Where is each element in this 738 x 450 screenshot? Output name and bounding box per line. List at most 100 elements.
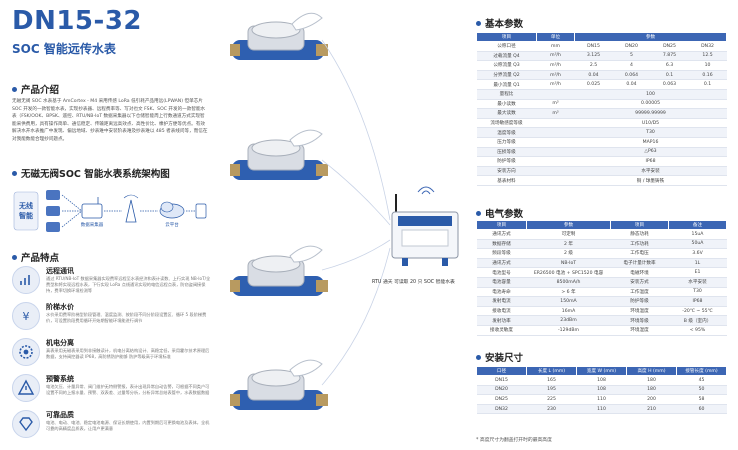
features-heading-text: 产品特点 xyxy=(21,253,60,264)
table-cell: 环境等级 xyxy=(610,315,669,326)
electrical-params-heading: 电气参数 xyxy=(476,206,523,220)
table-cell xyxy=(536,89,575,100)
table-cell: 防护等级 xyxy=(610,296,669,307)
table-cell: 180 xyxy=(626,375,677,386)
bullet-icon xyxy=(12,86,17,92)
table-cell: 210 xyxy=(626,404,677,415)
table-cell: DN32 xyxy=(476,404,527,415)
table-cell: 0.1 xyxy=(650,70,689,81)
table-cell: 公称流量 Q3 xyxy=(476,60,537,71)
connection-lines xyxy=(321,39,391,386)
table-row: 温度等级 T30 xyxy=(476,127,727,138)
table-cell: DN25 xyxy=(650,41,689,52)
diagram-left-label-2: 智能 xyxy=(19,211,33,220)
table-cell xyxy=(536,175,575,186)
table-cell: 分界流量 Q2 xyxy=(476,70,537,81)
table-cell: 发射功率 xyxy=(476,315,527,326)
table-cell: DN32 xyxy=(688,41,727,52)
table-cell: 180 xyxy=(626,385,677,396)
table-cell: < 95% xyxy=(668,325,727,336)
install-note: * 高度尺寸为翻盖打开时的最高高度 xyxy=(476,438,552,443)
diagram-center-label: 数据采集器 xyxy=(81,221,104,228)
cloud-icon xyxy=(159,201,185,219)
water-meter-image xyxy=(230,358,330,424)
table-cell: -129dBm xyxy=(526,325,611,336)
intro-heading: 产品介绍 xyxy=(12,82,59,96)
table-header-cell: 单位 xyxy=(536,32,575,42)
table-cell: 50uA xyxy=(668,239,727,250)
table-cell: 0.16 xyxy=(688,70,727,81)
architecture-svg: 无线 智能 数据采集器 云平台 xyxy=(13,190,207,232)
table-row: 基表材料铜 / 球墨铸铁 xyxy=(476,175,727,186)
diagram-heading-text: 无磁无阀SOC 智能水表系统架构图 xyxy=(21,169,170,180)
table-cell: 压损等级 xyxy=(476,147,537,158)
table-cell: m³ xyxy=(536,99,575,110)
page-title: DN15-32 xyxy=(12,6,142,36)
table-cell: 8500mA/h xyxy=(526,277,611,288)
table-cell: 0.063 xyxy=(650,79,689,90)
table-cell: 60 xyxy=(676,404,727,415)
feature-item: 远程通讯 通过 RTU/NB-IoT 数据采集器实现费率远程至水表经济和表计读数… xyxy=(12,266,212,302)
table-cell: 15uA xyxy=(668,229,727,240)
table-cell: mm xyxy=(536,41,575,52)
table-header-cell: 长度 L (mm) xyxy=(526,366,577,376)
table-cell: 最小读数 xyxy=(476,99,537,110)
bullet-icon xyxy=(12,170,17,176)
table-cell: > 6 年 xyxy=(526,287,611,298)
table-cell xyxy=(536,147,575,158)
features-heading: 产品特点 xyxy=(12,250,59,264)
feature-title: 可靠品质 xyxy=(46,411,74,419)
table-cell: 环境温度 xyxy=(610,306,669,317)
table-cell: 电池型号 xyxy=(476,267,527,278)
table-cell xyxy=(536,127,575,138)
table-cell: 可定制 xyxy=(526,229,611,240)
diamond-icon xyxy=(12,410,40,438)
table-cell: 静态功耗 xyxy=(610,229,669,240)
phone-icon xyxy=(195,203,207,219)
table-cell xyxy=(536,137,575,148)
feature-item: ¥ 阶梯水价 水价采用费率阶梯型阶段管理、温度监测、按阶段不同分阶段设置区、循环… xyxy=(12,302,212,338)
signal-icon xyxy=(12,266,40,294)
coin-icon: ¥ xyxy=(12,302,40,330)
rtu-caption: RTU 通天 可读取 20 只 SOC 智能水表 xyxy=(372,280,455,285)
table-cell: 5 xyxy=(612,51,651,62)
table-cell: T30 xyxy=(574,127,727,138)
table-cell: 1L xyxy=(668,258,727,269)
feature-title: 预警系统 xyxy=(46,375,74,383)
table-cell: 165 xyxy=(526,375,577,386)
water-meter-image xyxy=(230,8,330,74)
table-cell: DN25 xyxy=(476,394,527,405)
table-cell: 铜 / 球墨铸铁 xyxy=(574,175,727,186)
table-cell: 110 xyxy=(576,394,627,405)
feature-desc: 电池欠压、计量异常、阀门维护无特侧警报，表计出现异常自动告警，可根据不同类户可设… xyxy=(46,384,210,395)
table-cell: 3.125 xyxy=(574,51,613,62)
feature-desc: 真表采用无磁表采用到非接触读计，机电分离结构设计、高稳定低，采用霍尔技术原理后数… xyxy=(46,348,210,359)
table-cell: m³ xyxy=(536,108,575,119)
install-dims-heading: 安装尺寸 xyxy=(476,350,523,364)
table-cell: m³/h xyxy=(536,70,575,81)
table-cell: 3.6V xyxy=(668,248,727,259)
table-cell: 温度等级 xyxy=(476,127,537,138)
table-cell xyxy=(536,118,575,129)
table-cell: 0.04 xyxy=(574,70,613,81)
table-header-cell: 项目 xyxy=(476,32,537,42)
table-cell: NB-IoT xyxy=(526,258,611,269)
table-cell: 发射电流 xyxy=(476,296,527,307)
table-cell: E1 xyxy=(668,267,727,278)
table-cell: 安装方式 xyxy=(610,277,669,288)
table-cell: IP68 xyxy=(668,296,727,307)
table-cell: 接收电流 xyxy=(476,306,527,317)
alert-icon xyxy=(12,374,40,402)
table-cell: 195 xyxy=(526,385,577,396)
